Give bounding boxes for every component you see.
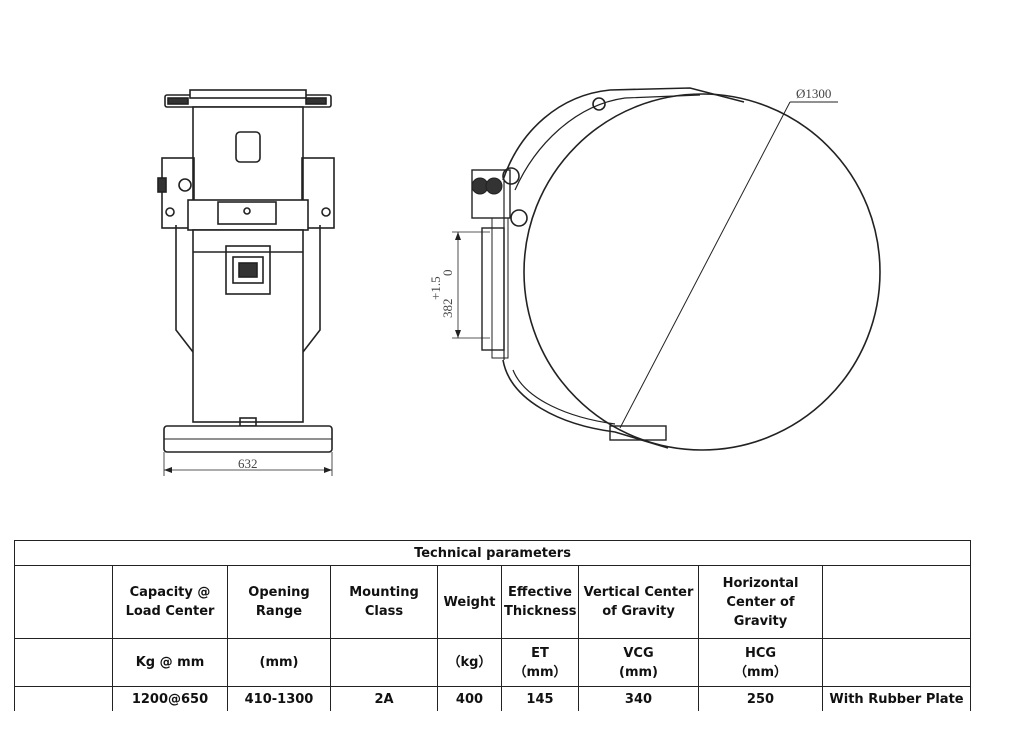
value-note: With Rubber Plate bbox=[821, 686, 972, 711]
tolerance-lower-label: 0 bbox=[440, 270, 455, 277]
header-capacity: Capacity @ Load Center bbox=[112, 565, 228, 639]
header-row: Capacity @ Load Center Opening Range Mou… bbox=[14, 565, 972, 639]
technical-parameters-table: Technical parameters Capacity @ Load Cen… bbox=[13, 540, 972, 711]
width-dimension-label: 632 bbox=[238, 456, 258, 471]
header-mounting-class: Mounting Class bbox=[330, 565, 438, 639]
value-cell-0 bbox=[14, 686, 113, 711]
units-row: Kg @ mm (mm) （kg） ET （mm） VCG (mm) HCG （… bbox=[14, 638, 972, 687]
side-view bbox=[452, 87, 881, 451]
header-vcg: Vertical Center of Gravity bbox=[578, 565, 699, 639]
value-opening-range: 410-1300 bbox=[227, 686, 331, 711]
unit-cell-8 bbox=[821, 638, 972, 687]
unit-capacity: Kg @ mm bbox=[112, 638, 228, 687]
header-effective-thickness: Effective Thickness bbox=[501, 565, 579, 639]
unit-opening-range: (mm) bbox=[227, 638, 331, 687]
value-hcg: 250 bbox=[698, 686, 823, 711]
diameter-label: Ø1300 bbox=[796, 86, 831, 101]
table-title: Technical parameters bbox=[13, 540, 972, 566]
height-dimension-label: 382 bbox=[440, 299, 455, 319]
unit-vcg: VCG (mm) bbox=[578, 638, 699, 687]
unit-hcg: HCG （mm） bbox=[698, 638, 823, 687]
front-view bbox=[157, 89, 335, 476]
unit-cell-0 bbox=[14, 638, 113, 687]
unit-mounting-class bbox=[330, 638, 438, 687]
header-hcg: Horizontal Center of Gravity bbox=[698, 565, 823, 639]
header-cell-0 bbox=[14, 565, 113, 639]
value-effective-thickness: 145 bbox=[501, 686, 579, 711]
header-cell-8 bbox=[821, 565, 972, 639]
unit-weight: （kg） bbox=[437, 638, 502, 687]
value-mounting-class: 2A bbox=[330, 686, 438, 711]
value-capacity: 1200@650 bbox=[112, 686, 228, 711]
unit-effective-thickness: ET （mm） bbox=[501, 638, 579, 687]
value-weight: 400 bbox=[437, 686, 502, 711]
header-weight: Weight bbox=[437, 565, 502, 639]
values-row: 1200@650 410-1300 2A 400 145 340 250 Wit… bbox=[14, 686, 972, 711]
technical-drawing: 632 Ø1300 +1.5 0 382 bbox=[157, 86, 881, 476]
header-opening-range: Opening Range bbox=[227, 565, 331, 639]
tolerance-upper-label: +1.5 bbox=[428, 276, 443, 300]
value-vcg: 340 bbox=[578, 686, 699, 711]
